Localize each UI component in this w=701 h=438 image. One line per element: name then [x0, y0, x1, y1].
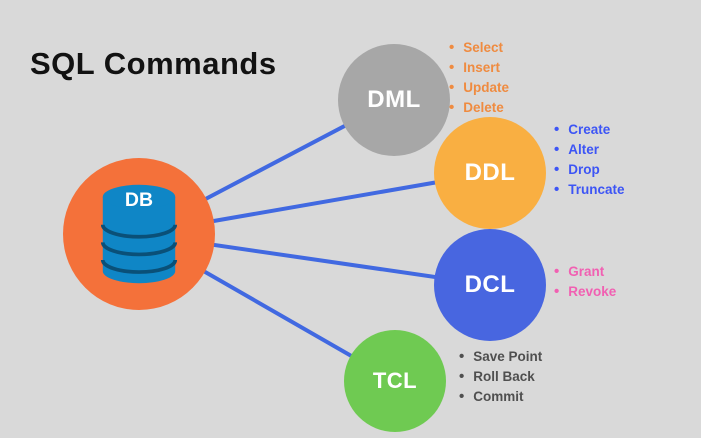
dcl-label: DCL — [464, 271, 516, 298]
list-item: Delete — [449, 98, 509, 118]
diagram-title: SQL Commands — [30, 46, 277, 81]
list-item: Save Point — [459, 347, 542, 367]
list-item: Truncate — [554, 180, 624, 200]
tcl-commands-list: Save Point Roll Back Commit — [459, 347, 542, 407]
list-item: Select — [449, 38, 509, 58]
ddl-node: DDL — [434, 117, 546, 229]
dcl-commands-list: Grant Revoke — [554, 262, 616, 302]
list-item: Commit — [459, 387, 542, 407]
list-item: Update — [449, 78, 509, 98]
ddl-commands-list: Create Alter Drop Truncate — [554, 120, 625, 200]
database-icon: DB — [100, 184, 178, 284]
list-item: Roll Back — [459, 367, 542, 387]
tcl-node: TCL — [344, 330, 446, 432]
list-item: Alter — [554, 140, 625, 160]
dml-node: DML — [338, 44, 450, 156]
db-node: DB — [63, 158, 215, 310]
list-item: Insert — [449, 58, 509, 78]
dml-commands-list: Select Insert Update Delete — [449, 38, 509, 118]
dcl-node: DCL — [434, 229, 546, 341]
list-item: Revoke — [554, 282, 616, 302]
tcl-label: TCL — [372, 368, 418, 393]
list-item: Grant — [554, 262, 616, 282]
db-label: DB — [125, 189, 153, 211]
list-item: Create — [554, 120, 625, 140]
dml-label: DML — [367, 86, 421, 113]
ddl-label: DDL — [464, 159, 516, 186]
list-item: Drop — [554, 160, 625, 180]
